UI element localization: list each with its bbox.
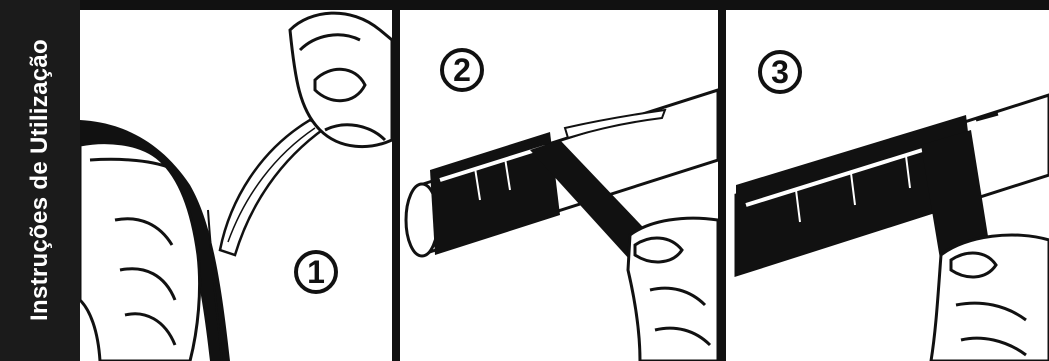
step-panel-3: 3 xyxy=(724,0,1049,361)
step-number-badge: 2 xyxy=(440,48,484,92)
step-panel-1: 1 xyxy=(80,0,392,361)
hand-drawing xyxy=(931,235,1049,361)
sidebar-title: Instruções de Utilização xyxy=(26,39,54,321)
step-number-badge: 1 xyxy=(294,250,338,294)
instructions-sidebar: Instruções de Utilização xyxy=(0,0,80,361)
peeled-tape xyxy=(220,120,325,255)
step-number-badge: 3 xyxy=(758,50,802,94)
step-1-illustration xyxy=(80,10,392,361)
step-panel-2: 2 xyxy=(398,0,718,361)
